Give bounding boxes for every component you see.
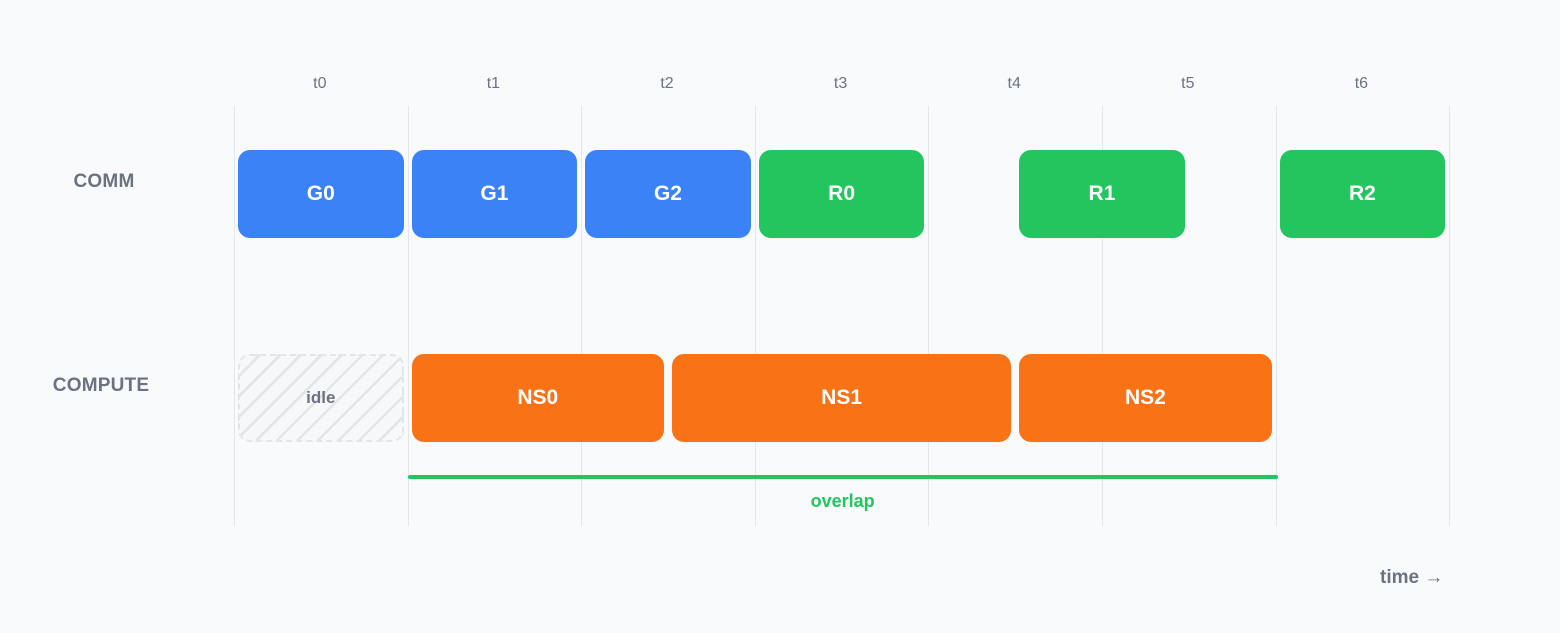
tick-label: t0 bbox=[313, 75, 327, 92]
block-g1: G1 bbox=[411, 150, 578, 238]
block-r2: R2 bbox=[1279, 150, 1446, 238]
gridline bbox=[1275, 106, 1277, 526]
lane-label-compute: COMPUTE bbox=[52, 375, 150, 396]
block-ns2: NS2 bbox=[1019, 354, 1272, 442]
tick-label: t4 bbox=[1007, 75, 1021, 92]
gridline bbox=[581, 106, 583, 526]
block-g0: G0 bbox=[238, 150, 404, 238]
gridline bbox=[754, 106, 756, 526]
tick-label: t5 bbox=[1181, 75, 1195, 92]
block-r1: R1 bbox=[1019, 150, 1185, 238]
tick-label: t6 bbox=[1354, 75, 1369, 92]
gridline bbox=[1449, 106, 1451, 526]
block-g2: G2 bbox=[585, 150, 751, 238]
gridline bbox=[1102, 106, 1103, 526]
gridline bbox=[928, 106, 930, 526]
gridline bbox=[407, 106, 409, 526]
block-ns0: NS0 bbox=[411, 354, 664, 442]
block-ns1: NS1 bbox=[672, 354, 1012, 442]
overlap-label: overlap bbox=[810, 491, 875, 511]
block-idle: idle bbox=[238, 354, 404, 442]
tick-label: t1 bbox=[486, 75, 501, 92]
tick-label: t2 bbox=[660, 75, 674, 92]
time-axis-label: time → bbox=[1380, 567, 1444, 588]
block-r0: R0 bbox=[758, 150, 925, 238]
tick-label: t3 bbox=[833, 75, 848, 92]
gridline bbox=[234, 106, 235, 526]
overlap-line bbox=[407, 475, 1278, 479]
lane-label-comm: COMM bbox=[73, 171, 135, 192]
